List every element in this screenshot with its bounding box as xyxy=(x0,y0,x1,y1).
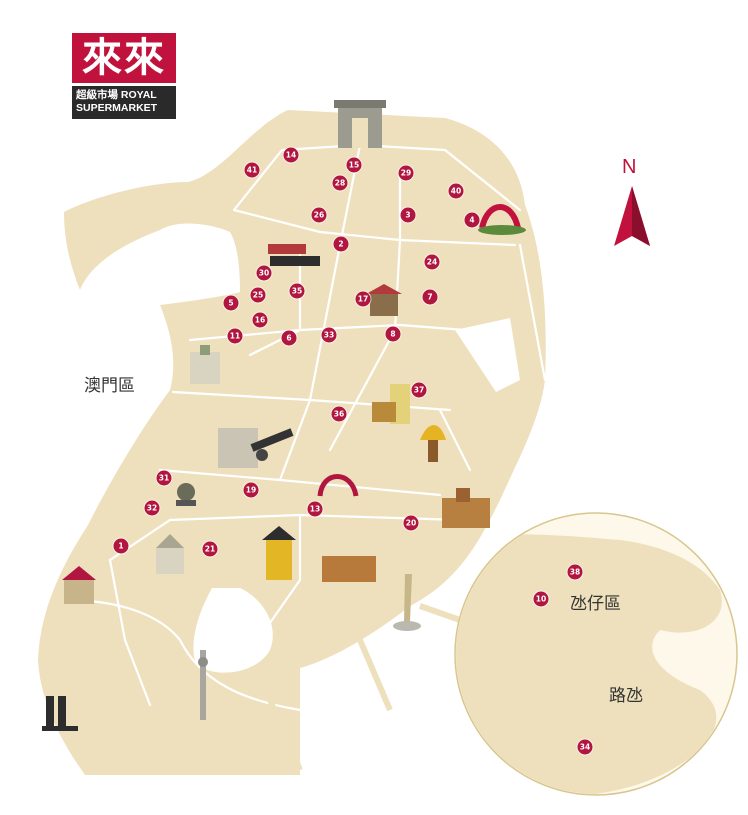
store-pin-33[interactable]: 33 xyxy=(321,327,337,343)
tree-icon xyxy=(176,483,196,506)
store-pin-31[interactable]: 31 xyxy=(156,470,172,486)
store-pin-32[interactable]: 32 xyxy=(144,500,160,516)
church-icon xyxy=(190,345,220,384)
store-pin-29[interactable]: 29 xyxy=(398,165,414,181)
fortress-icon xyxy=(442,488,490,528)
logo-line2: SUPERMARKET xyxy=(76,102,158,114)
store-pin-2[interactable]: 2 xyxy=(333,236,349,252)
store-pin-5[interactable]: 5 xyxy=(223,295,239,311)
store-pin-6[interactable]: 6 xyxy=(281,330,297,346)
logo-cn: 來來 xyxy=(72,33,176,83)
monument-icon xyxy=(42,696,78,731)
store-pin-7[interactable]: 7 xyxy=(422,289,438,305)
store-pin-35[interactable]: 35 xyxy=(289,283,305,299)
store-pin-14[interactable]: 14 xyxy=(283,147,299,163)
bridges xyxy=(267,603,461,772)
reclaimed-block xyxy=(455,318,520,392)
lotus-icon xyxy=(420,425,446,462)
store-pin-30[interactable]: 30 xyxy=(256,265,272,281)
store-pin-41[interactable]: 41 xyxy=(244,162,260,178)
store-pin-10[interactable]: 10 xyxy=(533,591,549,607)
district-macau: 澳門區 xyxy=(84,376,135,396)
store-pin-20[interactable]: 20 xyxy=(403,515,419,531)
taipa-island xyxy=(456,534,722,794)
store-pin-17[interactable]: 17 xyxy=(355,291,371,307)
district-coloane: 路氹 xyxy=(609,686,643,706)
store-pin-11[interactable]: 11 xyxy=(227,328,243,344)
store-pin-26[interactable]: 26 xyxy=(311,207,327,223)
store-pin-3[interactable]: 3 xyxy=(400,207,416,223)
district-taipa: 氹仔區 xyxy=(570,594,621,614)
store-pin-40[interactable]: 40 xyxy=(448,183,464,199)
temple-icon xyxy=(366,284,402,316)
store-pin-25[interactable]: 25 xyxy=(250,287,266,303)
store-pin-34[interactable]: 34 xyxy=(577,739,593,755)
store-pin-38[interactable]: 38 xyxy=(567,564,583,580)
chapel-icon xyxy=(156,534,184,574)
racetrack-icon xyxy=(268,244,320,266)
cannon-icon xyxy=(250,428,294,461)
store-pin-13[interactable]: 13 xyxy=(307,501,323,517)
gate-icon xyxy=(334,100,386,148)
lighthouse-icon xyxy=(372,384,410,424)
store-pin-28[interactable]: 28 xyxy=(332,175,348,191)
store-pin-24[interactable]: 24 xyxy=(424,254,440,270)
store-pin-8[interactable]: 8 xyxy=(385,326,401,342)
store-pin-19[interactable]: 19 xyxy=(243,482,259,498)
store-pin-21[interactable]: 21 xyxy=(202,541,218,557)
macau-peninsula xyxy=(38,110,546,775)
store-pin-15[interactable]: 15 xyxy=(346,157,362,173)
arch-icon xyxy=(478,204,526,235)
lake-south xyxy=(193,588,273,673)
store-pin-37[interactable]: 37 xyxy=(411,382,427,398)
ruins-icon xyxy=(218,428,258,468)
store-pin-36[interactable]: 36 xyxy=(331,406,347,422)
pagoda-icon xyxy=(262,526,296,580)
theater-icon xyxy=(322,556,376,582)
store-pin-16[interactable]: 16 xyxy=(252,312,268,328)
logo-line1: 超級市場 ROYAL xyxy=(76,89,157,101)
pavilion-icon xyxy=(62,566,96,604)
monument-arc-icon xyxy=(317,474,359,497)
north-arrow-icon xyxy=(614,186,650,246)
north-label: N xyxy=(622,156,637,178)
store-pin-1[interactable]: 1 xyxy=(113,538,129,554)
statue-icon xyxy=(393,574,421,631)
logo-text: 超級市場 ROYAL SUPERMARKET xyxy=(72,86,176,119)
tower-icon xyxy=(198,650,208,720)
royal-supermarket-logo: 來來 超級市場 ROYAL SUPERMARKET xyxy=(72,33,176,122)
store-pin-4[interactable]: 4 xyxy=(464,212,480,228)
